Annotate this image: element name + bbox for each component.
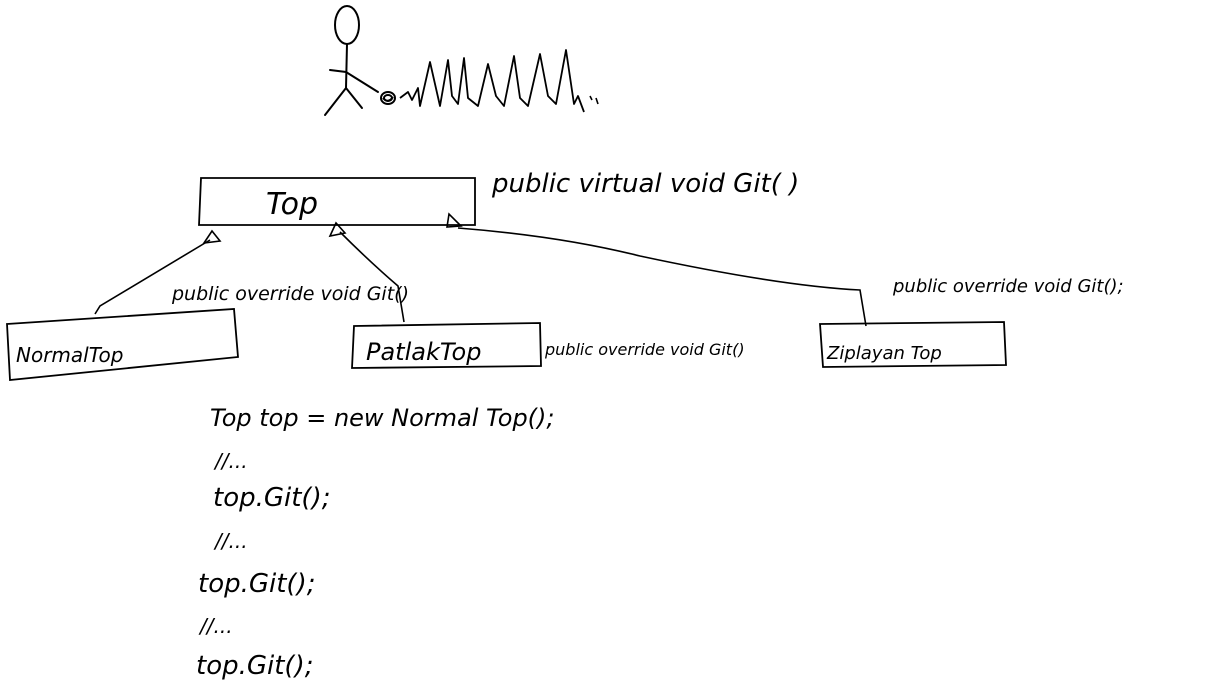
motion-trail bbox=[399, 49, 585, 113]
subclass-box-patlaktop bbox=[351, 322, 542, 369]
subclass-method-patlaktop: public override void Git() bbox=[544, 340, 745, 359]
code-line-2: //... bbox=[213, 449, 248, 473]
subclass-name-patlaktop: PatlakTop bbox=[366, 338, 481, 366]
code-line-1: Top top = new Normal Top(); bbox=[210, 404, 554, 432]
code-line-6: //... bbox=[198, 614, 233, 638]
motion-trail-tail bbox=[589, 95, 599, 105]
code-line-3: top.Git(); bbox=[213, 483, 330, 513]
subclass-method-normaltop: public override void Git() bbox=[171, 283, 409, 305]
base-class-box bbox=[198, 177, 476, 226]
subclass-name-normaltop: NormalTop bbox=[16, 343, 123, 367]
stick-figure-icon bbox=[324, 5, 379, 116]
subclass-method-ziplayantop: public override void Git(); bbox=[892, 276, 1124, 297]
code-line-5: top.Git(); bbox=[198, 569, 315, 599]
base-class-name: Top bbox=[266, 187, 318, 222]
subclass-box-ziplayantop bbox=[819, 321, 1007, 368]
code-line-4: //... bbox=[213, 529, 248, 553]
subclass-name-ziplayantop: Ziplayan Top bbox=[826, 343, 942, 364]
inheritance-lines bbox=[94, 212, 867, 327]
code-sample: Top top = new Normal Top(); //... top.Gi… bbox=[196, 404, 554, 681]
spinning-top-icon bbox=[380, 91, 396, 105]
code-line-7: top.Git(); bbox=[196, 651, 313, 681]
subclass-box-normaltop bbox=[6, 308, 239, 381]
base-class-method: public virtual void Git( ) bbox=[491, 169, 799, 199]
